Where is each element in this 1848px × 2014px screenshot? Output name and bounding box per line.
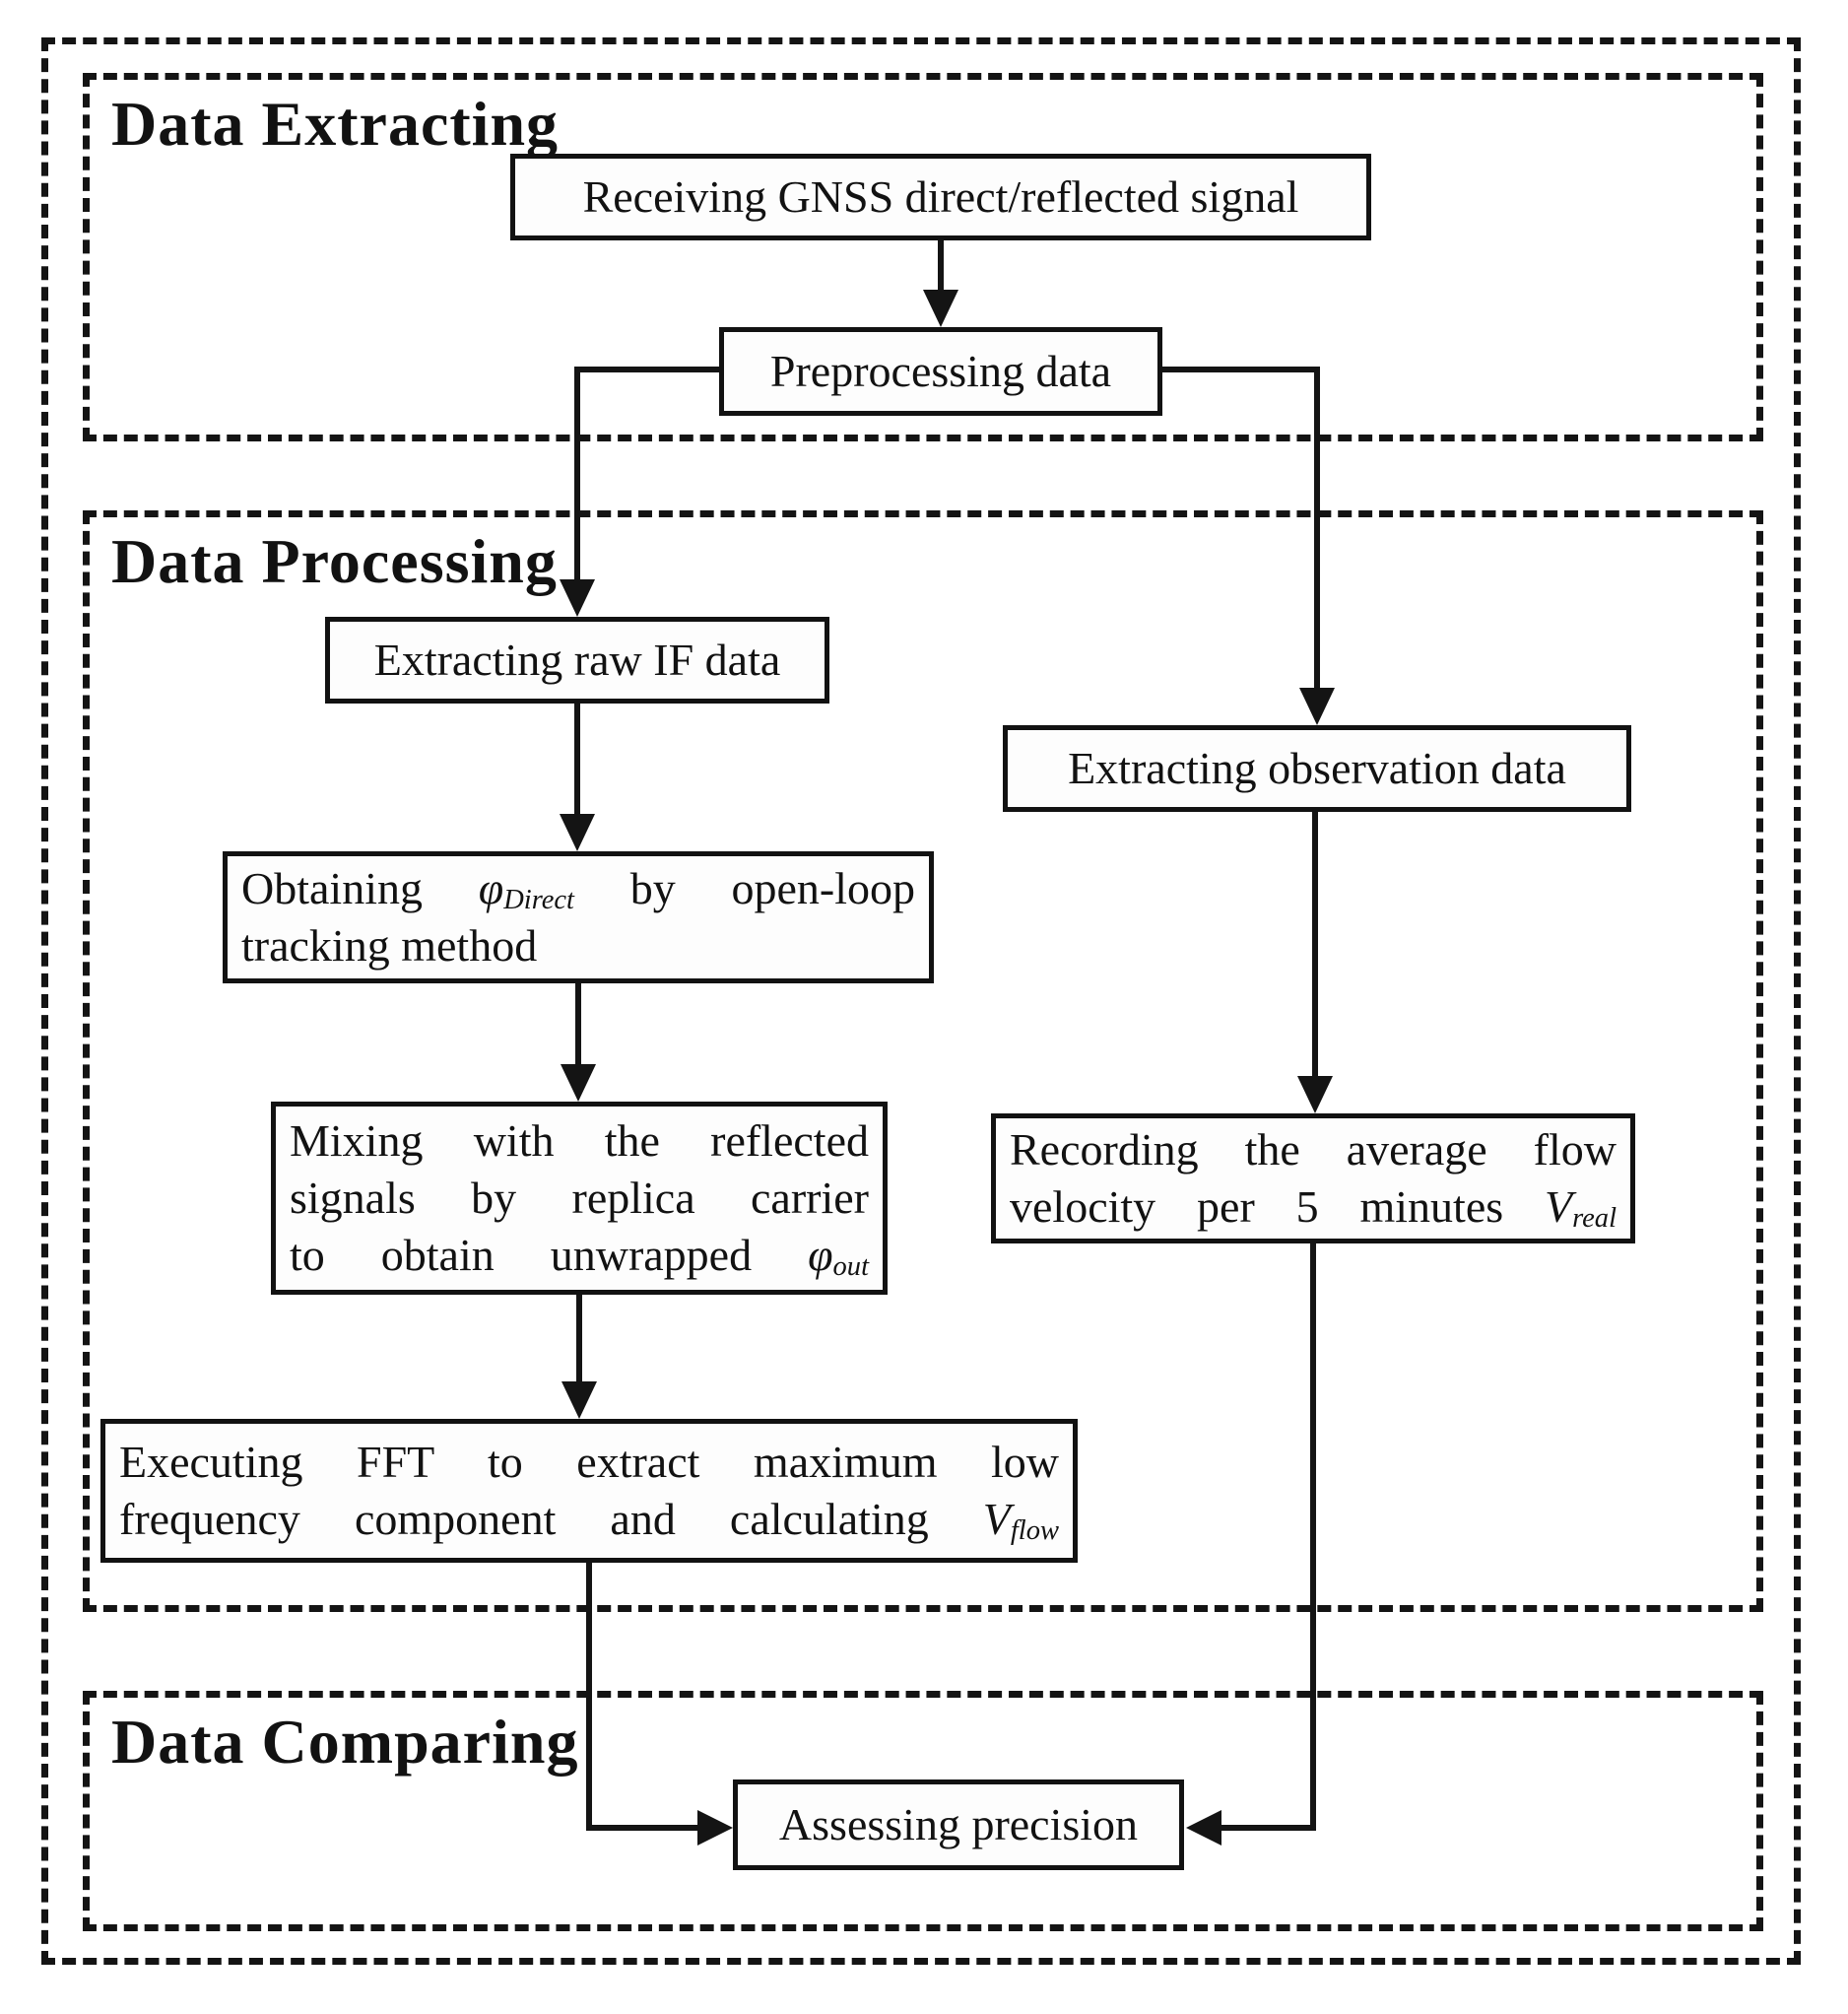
connector-obtaining-to-mixing-line [575,983,581,1064]
connector-fft-to-assessing-vertical [586,1563,592,1831]
fft-text-pre: frequency component and calculating [119,1494,983,1544]
arrowhead-recording-to-assessing [1186,1810,1221,1846]
node-obtaining-phi-direct: Obtaining φDirect by open-loop tracking … [223,851,934,983]
connector-preprocessing-to-extract-if-line [574,367,580,581]
arrowhead-receiving-to-preprocessing [923,290,958,327]
arrowhead-preprocessing-to-extract-obs [1299,688,1335,725]
obtaining-text-post: by open-loop [573,863,915,914]
v-flow-symbol: V [982,1494,1011,1544]
node-mixing-line2: signals by replica carrier [290,1173,869,1224]
node-preprocessing-data-label: Preprocessing data [769,346,1112,397]
node-extracting-observation-data: Extracting observation data [1003,725,1631,812]
recording-text-pre: velocity per 5 minutes [1010,1181,1545,1232]
arrowhead-obtaining-to-mixing [561,1064,596,1102]
outer-dashed-border [41,37,1801,1965]
node-extracting-raw-if-data: Extracting raw IF data [325,617,829,704]
node-mixing-line3: to obtain unwrapped φout [290,1227,869,1284]
node-preprocessing-data: Preprocessing data [719,327,1162,416]
node-executing-fft: Executing FFT to extract maximum low fre… [100,1419,1078,1563]
node-obtaining-phi-direct-line2: tracking method [241,920,538,971]
node-recording-line1: Recording the average flow [1010,1124,1617,1175]
obtaining-text-pre: Obtaining [241,863,479,914]
arrowhead-extract-if-to-obtaining [560,814,595,851]
mixing-text-pre: to obtain unwrapped [290,1229,809,1280]
node-assessing-precision-label: Assessing precision [778,1799,1139,1850]
connector-preprocessing-to-extract-obs-line [1314,367,1320,690]
arrowhead-extract-obs-to-recording [1297,1076,1333,1113]
section-data-comparing: Data Comparing [83,1691,1763,1931]
phi-out-symbol: φ [808,1229,833,1280]
section-title-data-comparing: Data Comparing [111,1707,579,1777]
connector-preprocessing-right-horizontal [1162,367,1320,372]
node-extracting-raw-if-data-label: Extracting raw IF data [373,635,781,686]
section-title-data-processing: Data Processing [111,526,558,596]
node-obtaining-phi-direct-line1: Obtaining φDirect by open-loop [241,860,915,917]
section-data-processing: Data Processing [83,510,1763,1612]
node-assessing-precision: Assessing precision [733,1779,1184,1870]
arrowhead-preprocessing-to-extract-if [560,579,595,617]
connector-fft-to-assessing-horizontal [586,1825,697,1831]
node-recording-line2: velocity per 5 minutes Vreal [1010,1178,1617,1236]
v-real-symbol: V [1545,1181,1573,1232]
section-data-extracting: Data Extracting [83,73,1763,441]
v-flow-subscript: flow [1010,1515,1059,1547]
connector-mixing-to-fft-line [576,1295,582,1381]
connector-extract-if-to-obtaining-line [574,704,580,814]
connector-extract-obs-to-recording-line [1312,812,1318,1076]
node-receiving-gnss-signal: Receiving GNSS direct/reflected signal [510,154,1371,240]
phi-direct-symbol: φ [478,863,504,914]
phi-direct-subscript: Direct [503,885,574,916]
arrowhead-mixing-to-fft [561,1381,597,1419]
node-recording-average-flow-velocity: Recording the average flow velocity per … [991,1113,1635,1243]
node-mixing-line1: Mixing with the reflected [290,1115,869,1167]
section-title-data-extracting: Data Extracting [111,89,560,159]
arrowhead-fft-to-assessing [697,1810,733,1846]
connector-recording-to-assessing-vertical [1310,1243,1316,1831]
node-receiving-gnss-signal-label: Receiving GNSS direct/reflected signal [582,171,1299,223]
node-fft-line2: frequency component and calculating Vflo… [119,1491,1059,1548]
v-real-subscript: real [1572,1203,1617,1235]
connector-recording-to-assessing-horizontal [1221,1825,1316,1831]
node-extracting-observation-data-label: Extracting observation data [1068,743,1566,794]
node-fft-line1: Executing FFT to extract maximum low [119,1437,1059,1488]
phi-out-subscript: out [832,1251,869,1283]
connector-receiving-to-preprocessing-line [938,240,944,292]
connector-preprocessing-left-horizontal [574,367,719,372]
node-mixing-reflected-signals: Mixing with the reflected signals by rep… [271,1102,888,1295]
